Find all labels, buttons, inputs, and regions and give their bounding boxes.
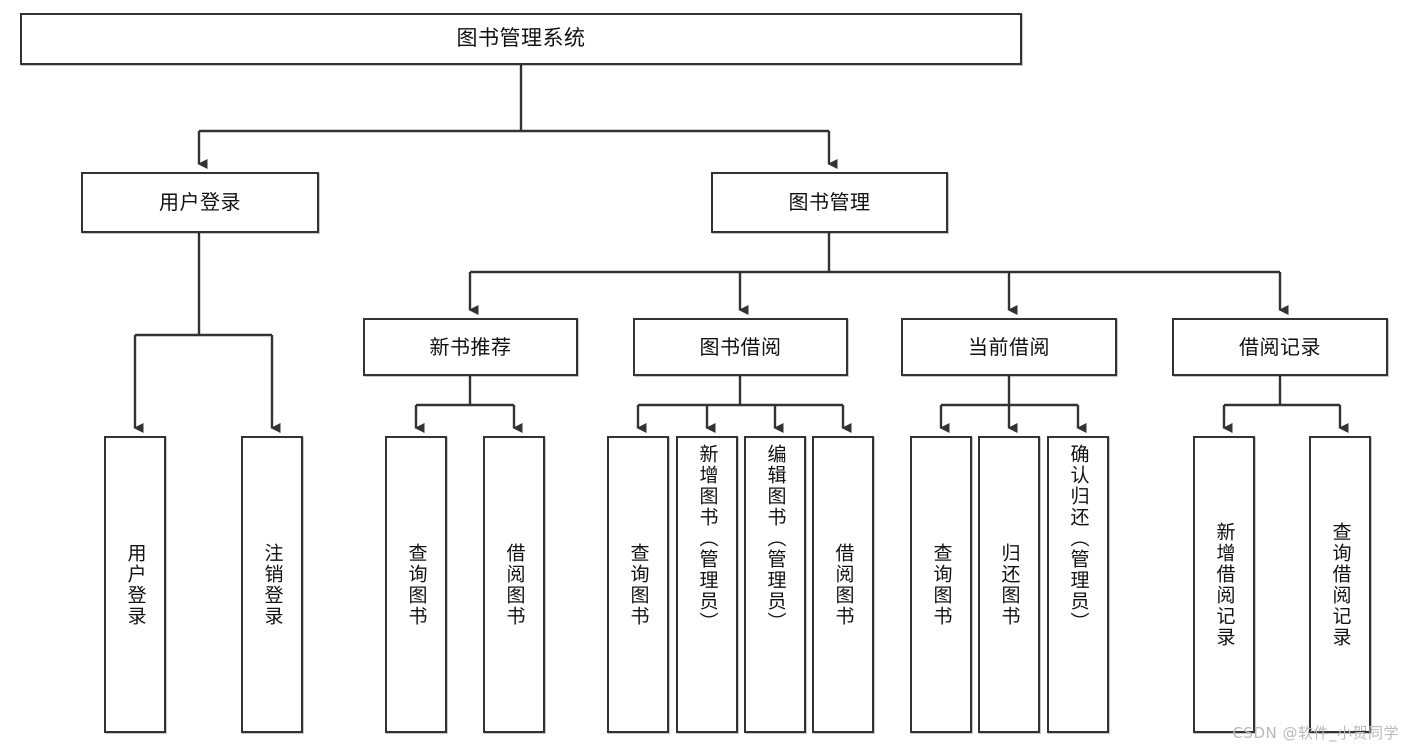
leaf-confirm-return[interactable]: 确认归还（管理员） — [1047, 436, 1109, 733]
node-label: 图书管理系统 — [456, 26, 586, 51]
node-book-borrow[interactable]: 图书借阅 — [633, 318, 848, 376]
leaf-logout-login[interactable]: 注销登录 — [241, 436, 303, 733]
leaf-add-borrow-record[interactable]: 新增借阅记录 — [1193, 436, 1255, 733]
node-label: 编辑图书（管理员） — [764, 444, 787, 633]
node-root-system[interactable]: 图书管理系统 — [20, 13, 1022, 65]
node-label: 查询图书 — [930, 542, 953, 627]
node-label: 借阅图书 — [503, 542, 526, 627]
node-label: 确认归还（管理员） — [1067, 444, 1090, 633]
leaf-query-book-borrow[interactable]: 查询图书 — [607, 436, 669, 733]
node-current-borrow[interactable]: 当前借阅 — [901, 318, 1117, 376]
leaf-query-borrow-record[interactable]: 查询借阅记录 — [1309, 436, 1371, 733]
node-user-login[interactable]: 用户登录 — [81, 172, 319, 233]
leaf-query-book-current[interactable]: 查询图书 — [910, 436, 972, 733]
node-label: 用户登录 — [124, 542, 147, 627]
node-label: 借阅图书 — [832, 542, 855, 627]
node-label: 查询图书 — [627, 542, 650, 627]
watermark-credit: CSDN @软件_小贺同学 — [1232, 724, 1399, 742]
leaf-return-book[interactable]: 归还图书 — [978, 436, 1040, 733]
node-label: 查询借阅记录 — [1329, 521, 1352, 648]
node-new-book-recommend[interactable]: 新书推荐 — [363, 318, 578, 376]
node-label: 图书借阅 — [699, 334, 782, 359]
node-label: 图书管理 — [788, 190, 871, 215]
node-label: 新增图书（管理员） — [696, 444, 719, 633]
node-borrow-record[interactable]: 借阅记录 — [1172, 318, 1388, 376]
node-label: 借阅记录 — [1239, 334, 1321, 359]
node-label: 查询图书 — [405, 542, 428, 627]
node-label: 新增借阅记录 — [1213, 521, 1236, 648]
leaf-user-login[interactable]: 用户登录 — [104, 436, 166, 733]
node-label: 当前借阅 — [968, 334, 1050, 359]
leaf-borrow-book[interactable]: 借阅图书 — [812, 436, 874, 733]
node-label: 归还图书 — [998, 542, 1021, 627]
leaf-borrow-book-recommend[interactable]: 借阅图书 — [483, 436, 545, 733]
node-book-manage[interactable]: 图书管理 — [711, 172, 948, 233]
leaf-query-book-recommend[interactable]: 查询图书 — [385, 436, 447, 733]
node-label: 新书推荐 — [429, 334, 512, 359]
leaf-add-book[interactable]: 新增图书（管理员） — [676, 436, 738, 733]
node-label: 用户登录 — [159, 190, 241, 215]
leaf-edit-book[interactable]: 编辑图书（管理员） — [744, 436, 806, 733]
node-label: 注销登录 — [261, 542, 284, 627]
